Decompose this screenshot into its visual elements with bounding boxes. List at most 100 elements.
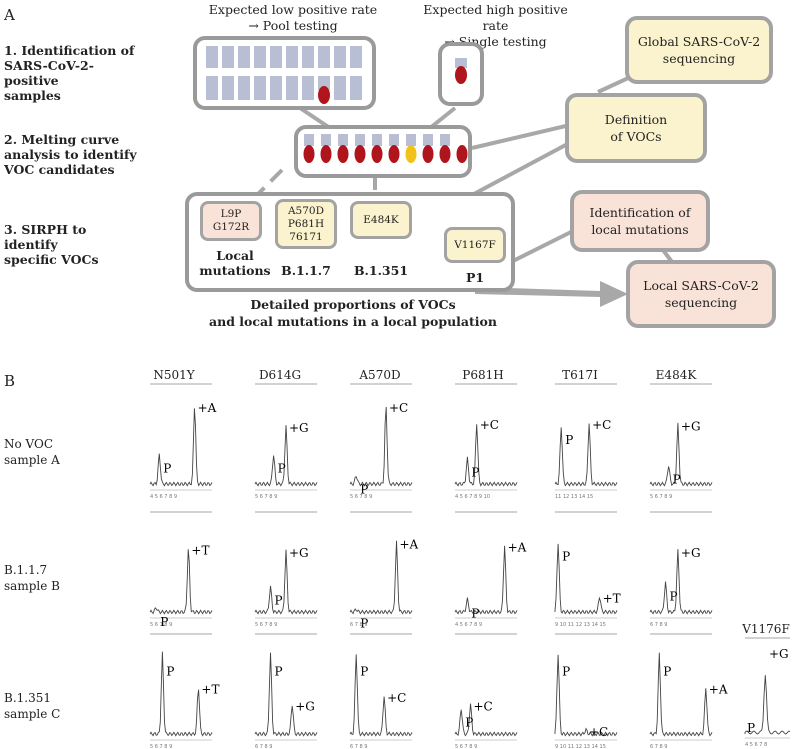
pool-testing-header: Expected low positive rate → Pool testin… [208,2,378,33]
row-label-2: B.1.351 sample C [4,691,61,721]
trace-1-5 [649,549,713,615]
panel-a-connectors [238,66,674,307]
peak-label-0-4: +C [592,418,611,432]
gene-header-2: A570D [359,368,401,382]
trace-0-5 [649,422,713,487]
tick-labels-1-3: 4 5 6 7 8 9 [455,622,482,628]
primer-label-1-2: P [360,617,368,631]
tick-labels-0-5: 5 6 7 8 9 [650,494,672,500]
definition-of-vocs-box: Definition of VOCs [565,93,707,163]
primer-label-0-0: P [163,461,171,475]
local-sequencing-box: Local SARS-CoV-2 sequencing [626,260,776,328]
primer-label-1-3: P [471,606,479,620]
peak-label-1-1: +G [289,546,309,560]
single-testing-box [438,42,484,106]
pool-tubes [206,46,362,104]
tick-labels-2-4: 9 10 11 12 13 14 15 [555,744,606,749]
local-mutation-dashed-connector [238,168,284,214]
trace-1-1 [254,549,318,615]
definition-connector-2 [471,138,576,197]
row-label-0: No VOC sample A [4,437,60,467]
primer-label-0-1: P [278,461,286,475]
trace-1-3 [454,545,518,615]
p1-mutation-box: V1167F [444,227,506,263]
primer-label-2-1: P [275,665,283,679]
primer-label-2-0: P [166,665,174,679]
step-3-label: 3. SIRPH to identify specific VOCs [4,222,99,267]
primer-label-0-4: P [565,433,573,447]
b117-label: B.1.1.7 [281,263,331,278]
tick-labels-0-3: 4 5 6 7 8 9 10 [455,494,490,500]
pool-testing-box [193,36,376,110]
trace-extra [744,675,791,735]
primer-label-1-4: P [562,549,570,563]
tick-labels-1-4: 9 10 11 12 13 14 15 [555,622,606,628]
tick-labels-2-1: 6 7 8 9 [255,744,273,749]
panel-b-letter: B [4,372,16,390]
row-label-1: B.1.1.7 sample B [4,563,60,593]
melting-tubes [303,134,468,163]
peak-label-0-2: +C [389,401,408,415]
trace-0-3 [454,424,518,487]
peak-label-2-3: +C [474,699,493,713]
gene-header-4: T617I [562,368,598,382]
peak-label-extra: +G [769,647,789,661]
tick-labels-2-5: 6 7 8 9 [650,744,668,749]
primer-label-1-0: P [160,615,168,629]
tick-labels-1-1: 5 6 7 8 9 [255,622,277,628]
primer-label-0-3: P [471,466,479,480]
trace-2-2 [349,654,413,737]
identification-local-mutations-box: Identification of local mutations [570,190,710,252]
peak-label-1-0: +T [191,543,209,557]
p1-label: P1 [465,270,485,285]
global-sequencing-box: Global SARS-CoV-2 sequencing [625,16,773,84]
peak-label-0-0: +A [198,401,217,415]
trace-0-4 [554,423,618,487]
tick-labels-0-1: 5 6 7 8 9 [255,494,277,500]
peak-label-2-2: +C [387,691,406,705]
primer-label-2-3: P [465,716,473,730]
peak-label-1-5: +G [681,546,701,560]
gene-header-5: E484K [655,368,697,382]
peak-label-1-4: +T [603,592,621,606]
pool-connector [298,106,332,130]
primer-label-extra: P [747,721,755,735]
tick-labels-2-0: 5 6 7 8 9 [150,744,172,749]
single-tube [455,58,467,84]
local-mutations-label: Local mutations [199,248,271,278]
peak-label-0-5: +G [681,420,701,434]
local-mutation-box: L9P G172R [200,201,262,241]
trace-2-4 [554,654,618,737]
tick-labels-1-5: 6 7 8 9 [650,622,668,628]
peak-label-1-3: +A [508,541,527,555]
peak-label-2-4: +C [589,725,608,739]
trace-2-1 [254,652,318,737]
trace-1-0 [149,549,213,615]
peak-label-0-3: +C [480,418,499,432]
melting-curve-box [294,125,472,178]
primer-label-1-1: P [275,594,283,608]
trace-0-0 [149,408,213,487]
trace-2-3 [454,703,518,737]
peak-label-0-1: +G [289,421,309,435]
definition-connector-1 [471,123,571,150]
b1351-mutation-box: E484K [350,201,412,239]
tick-labels-1-2: 6 7 8 9 [350,622,368,628]
trace-0-1 [254,425,318,487]
gene-header-3: P681H [462,368,504,382]
peak-label-2-0: +T [201,682,219,696]
gene-header-extra: V1176F [742,622,790,636]
primer-label-2-2: P [360,665,368,679]
primer-label-0-5: P [673,472,681,486]
tick-labels-1-0: 5 6 7 8 9 [150,622,172,628]
b117-mutation-box: A570D P681H 76171 [275,199,337,249]
panel-a-letter: A [4,6,15,24]
trace-2-0 [149,651,213,737]
tick-labels-0-2: 5 6 7 8 9 [350,494,372,500]
tick-labels-2-2: 6 7 8 9 [350,744,368,749]
to-local-seq-arrow [475,281,628,307]
gene-header-0: N501Y [153,368,195,382]
primer-label-2-4: P [562,665,570,679]
tick-labels-2-3: 5 6 7 8 9 [455,744,477,749]
